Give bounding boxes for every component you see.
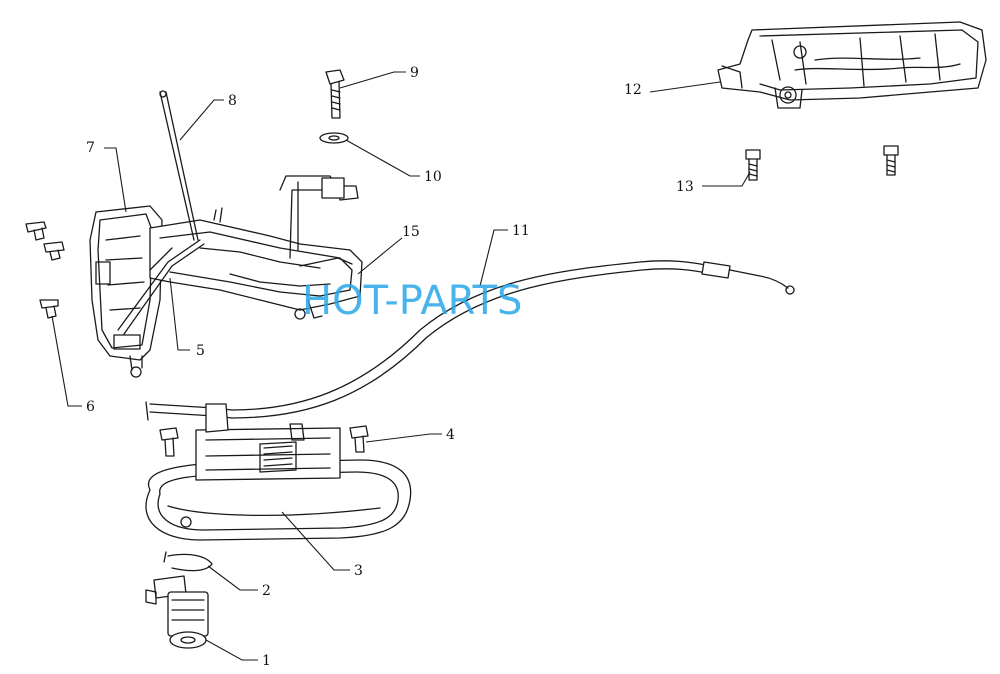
bolt-part-9 (325, 69, 345, 119)
leader-lines (51, 71, 751, 661)
leader-line-5 (169, 277, 190, 351)
leader-line-13 (702, 171, 751, 187)
leader-line-2 (207, 565, 258, 591)
screw-part-6-second (43, 241, 65, 261)
leader-line-11 (479, 229, 508, 287)
outer-door-handle-part-3 (145, 403, 412, 541)
leader-line-7 (104, 147, 127, 213)
leader-line-4 (365, 433, 442, 443)
callout-12: 12 (624, 82, 642, 98)
washer-part-10 (319, 132, 349, 144)
watermark-text: HOT-PARTS (302, 278, 522, 324)
callout-9: 9 (410, 65, 419, 81)
callout-8: 8 (228, 93, 237, 109)
leader-line-1 (205, 639, 258, 661)
leader-line-9 (339, 71, 406, 89)
lock-cylinder-part-1 (145, 575, 209, 649)
screw-part-13-second (883, 145, 899, 176)
leader-line-15 (357, 237, 403, 275)
mounting-bracket-part-15 (299, 257, 353, 267)
screw-part-6 (25, 221, 47, 241)
screw-part-13 (745, 149, 761, 181)
bolt-part-4 (349, 425, 369, 453)
callout-7: 7 (86, 140, 95, 156)
leader-line-8 (179, 99, 224, 141)
callout-10: 10 (424, 169, 442, 185)
door-lock-actuator-assembly (89, 90, 363, 378)
leader-line-3 (281, 511, 350, 571)
callout-11: 11 (512, 223, 530, 239)
callout-15: 15 (402, 224, 420, 240)
callout-labels: 1 2 3 4 5 6 7 8 9 10 11 12 13 15 (86, 65, 694, 669)
leader-line-10 (345, 139, 420, 177)
callout-6: 6 (86, 399, 95, 415)
callout-5: 5 (196, 343, 205, 359)
callout-3: 3 (354, 563, 363, 579)
screw-part-6-third (39, 299, 59, 319)
callout-2: 2 (262, 583, 271, 599)
spring-clip-part-2 (163, 551, 213, 572)
leader-line-6 (51, 315, 82, 407)
leader-line-12 (649, 81, 721, 93)
callout-1: 1 (262, 653, 271, 669)
callout-4: 4 (446, 427, 455, 443)
callout-13: 13 (676, 179, 694, 195)
bolt-part-4-second (159, 427, 179, 457)
inner-door-handle-part-12 (717, 21, 987, 109)
